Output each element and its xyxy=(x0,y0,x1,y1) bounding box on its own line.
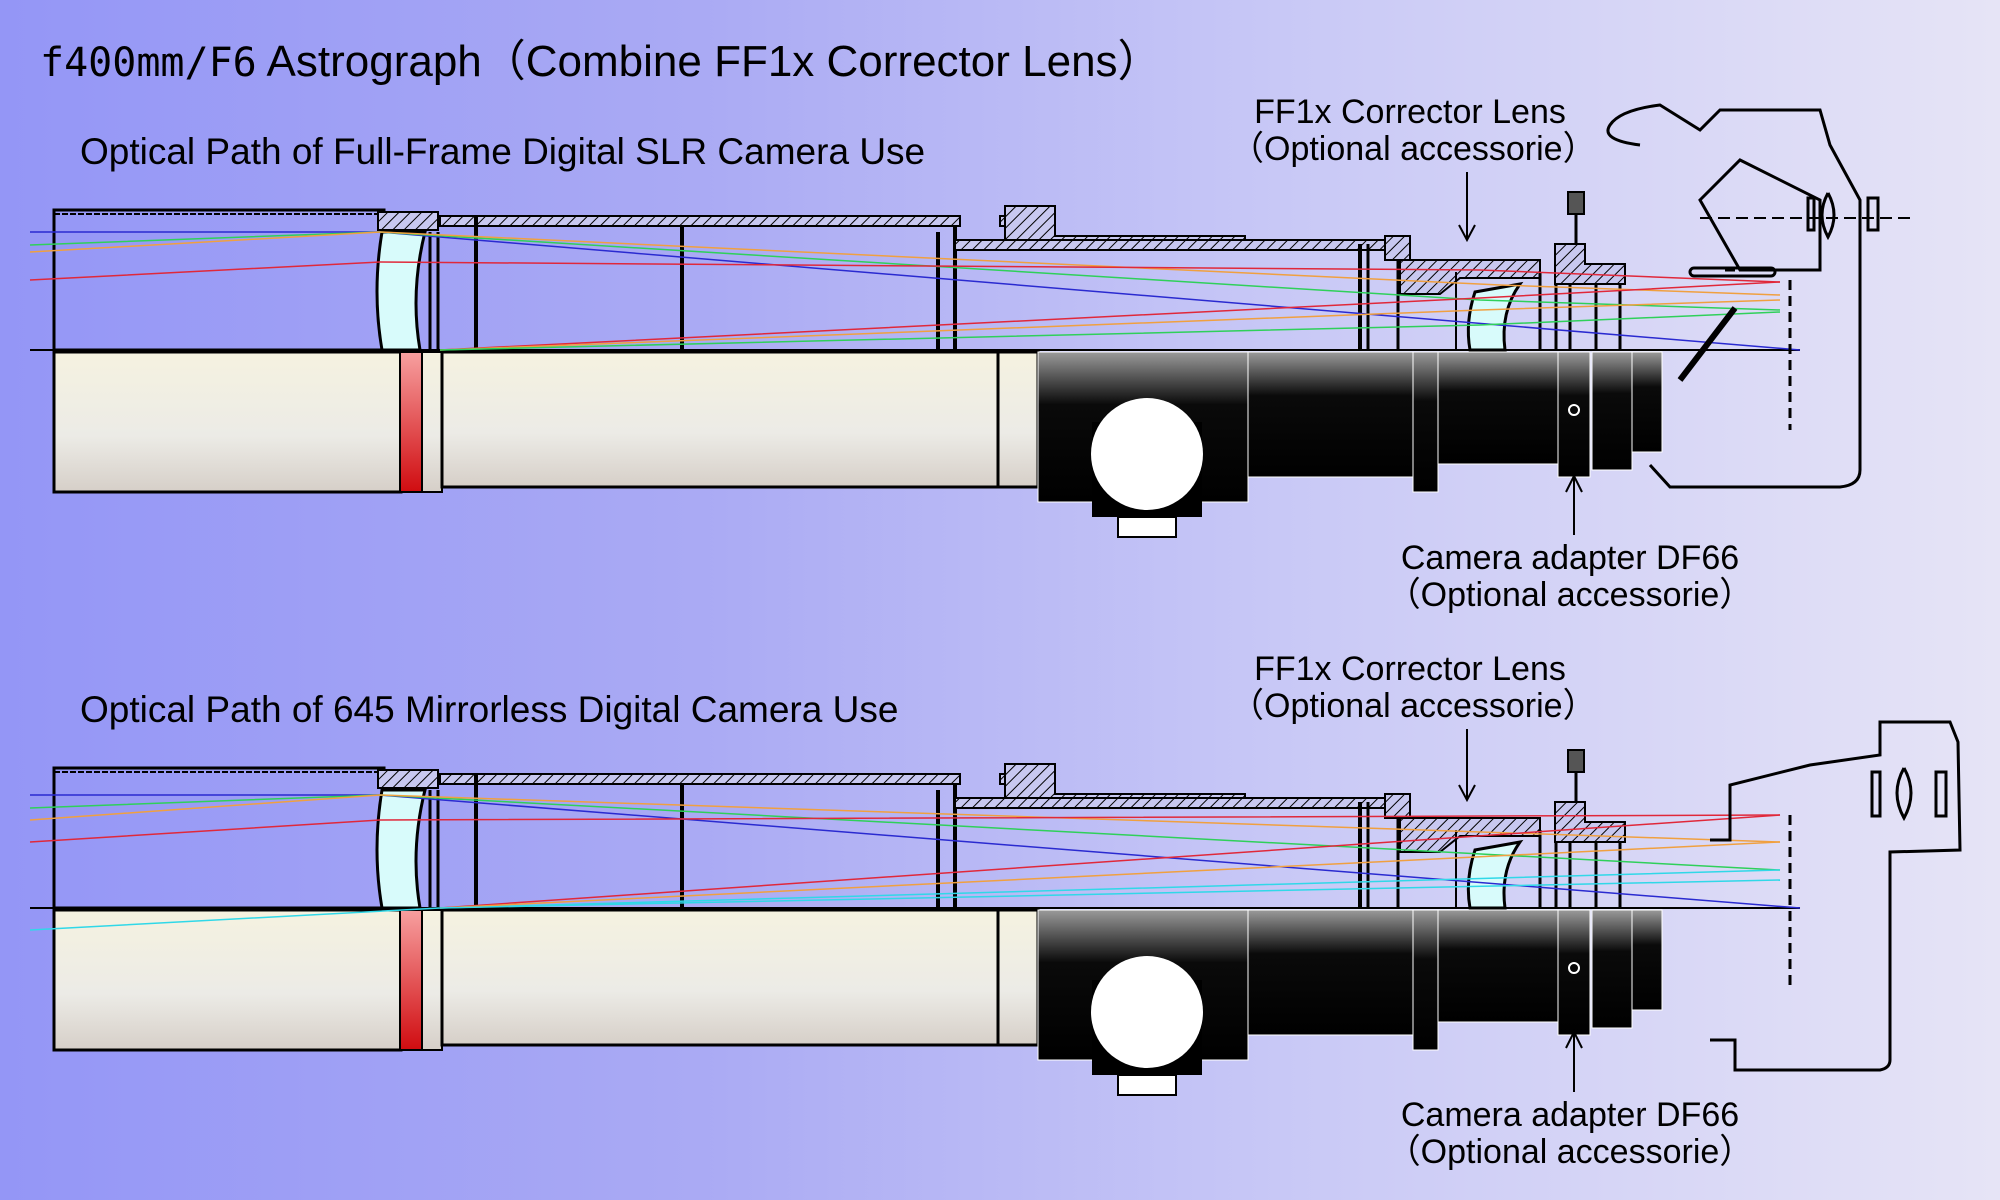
adapter-label-top: Camera adapter DF66 （Optional accessorie… xyxy=(1385,539,1755,615)
diagram-full-frame-dslr xyxy=(28,103,1910,539)
diagram-645-mirrorless xyxy=(28,720,1962,1097)
corrector-label-line1: FF1x Corrector Lens xyxy=(1254,650,1566,688)
light-rays-bottom xyxy=(29,794,1801,931)
adapter-label-line2: （Optional accessorie） xyxy=(1386,1133,1754,1172)
adapter-label-line2: （Optional accessorie） xyxy=(1386,576,1754,615)
adapter-arrow-bottom xyxy=(1565,1029,1583,1092)
title-focal-spec: f400mm/F6 xyxy=(40,40,257,86)
corrector-arrow-bottom xyxy=(1458,729,1476,803)
title-text: Astrograph（Combine FF1x Corrector Lens） xyxy=(256,37,1162,86)
corrector-label-bottom: FF1x Corrector Lens （Optional accessorie… xyxy=(1230,650,1597,726)
corrector-label-line1: FF1x Corrector Lens xyxy=(1254,93,1566,131)
subtitle-bottom: Optical Path of 645 Mirrorless Digital C… xyxy=(80,689,899,730)
adapter-label-line1: Camera adapter DF66 xyxy=(1400,539,1740,577)
adapter-label-line1: Camera adapter DF66 xyxy=(1400,1096,1740,1134)
page-title: f400mm/F6 Astrograph（Combine FF1x Correc… xyxy=(40,37,1162,86)
corrector-arrow-top xyxy=(1458,172,1476,243)
corrector-label-line2: （Optional accessorie） xyxy=(1230,687,1597,726)
corrector-label-top: FF1x Corrector Lens （Optional accessorie… xyxy=(1230,93,1597,169)
subtitle-top: Optical Path of Full-Frame Digital SLR C… xyxy=(80,131,926,172)
dslr-camera xyxy=(1606,103,1910,489)
light-rays-top xyxy=(29,231,1801,351)
mirrorless-645-camera xyxy=(1710,720,1962,1072)
corrector-label-line2: （Optional accessorie） xyxy=(1230,130,1597,169)
adapter-arrow-top xyxy=(1565,473,1583,535)
adapter-label-bottom: Camera adapter DF66 （Optional accessorie… xyxy=(1385,1096,1755,1172)
